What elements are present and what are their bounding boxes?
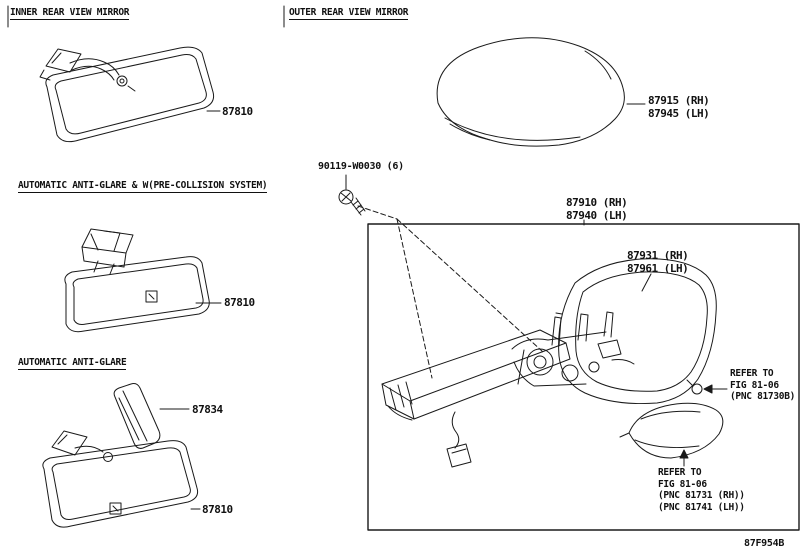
anti-glare-mirror-drawing — [42, 383, 199, 528]
note-line: (PNC 81730B) — [730, 391, 796, 402]
mirror-assembly-drawing — [381, 258, 717, 468]
connector-drawing — [446, 443, 472, 468]
part-label-bolt-90119: 90119-W0030 (6) — [318, 161, 404, 172]
outer-cover-drawing — [436, 37, 625, 147]
part-label-87810-antiglare: 87810 — [202, 503, 233, 516]
refer-note-81730b: REFER TO FIG 81-06 (PNC 81730B) — [730, 368, 795, 403]
note-line: REFER TO — [730, 368, 774, 379]
note-line: FIG 81-06 — [730, 379, 779, 391]
turn-signal-lamp-drawing — [619, 402, 724, 459]
part-label-87945-lh: 87945 (LH) — [648, 107, 710, 120]
part-label-87940-lh: 87940 (LH) — [566, 209, 628, 222]
note-line: REFER TO — [658, 467, 702, 478]
section-title-anti-glare: AUTOMATIC ANTI-GLARE — [18, 357, 127, 370]
bolt-drawing — [338, 174, 366, 216]
part-label-87910-rh: 87910 (RH) — [566, 196, 628, 209]
wire-drawing — [451, 411, 460, 449]
note-line: (PNC 81741 (LH)) — [658, 501, 745, 513]
section-title-outer-mirror: OUTER REAR VIEW MIRROR — [289, 7, 409, 20]
part-label-87931-rh: 87931 (RH) — [627, 249, 689, 262]
cover-87834-drawing — [113, 383, 161, 449]
leader-87931 — [641, 273, 652, 292]
arrow-left-icon — [703, 384, 713, 394]
part-label-87810-inner: 87810 — [222, 105, 253, 118]
section-title-anti-glare-pcs: AUTOMATIC ANTI-GLARE & W(PRE-COLLISION S… — [18, 180, 268, 193]
section-title-inner-mirror: INNER REAR VIEW MIRROR — [10, 7, 130, 20]
refer-note-81731-81741: REFER TO FIG 81-06 (PNC 81731 (RH)) (PNC… — [658, 467, 745, 513]
part-label-87961-lh: 87961 (LH) — [627, 262, 689, 275]
inner-mirror-drawing — [39, 46, 215, 143]
arrow-up-icon — [679, 449, 689, 459]
anti-glare-pcs-mirror-drawing — [64, 228, 210, 333]
part-label-87915-rh: 87915 (RH) — [648, 94, 710, 107]
page-code: 87F954B — [744, 538, 785, 549]
part-label-87834: 87834 — [192, 403, 223, 416]
note-line: FIG 81-06 — [658, 478, 707, 490]
note-line: (PNC 81731 (RH)) — [658, 490, 745, 501]
bolt-dashed-leaders — [357, 205, 544, 379]
refer-note-arrows — [679, 384, 728, 467]
mount-cap-part-drawing — [691, 383, 703, 395]
part-label-87810-pcs: 87810 — [224, 296, 255, 309]
